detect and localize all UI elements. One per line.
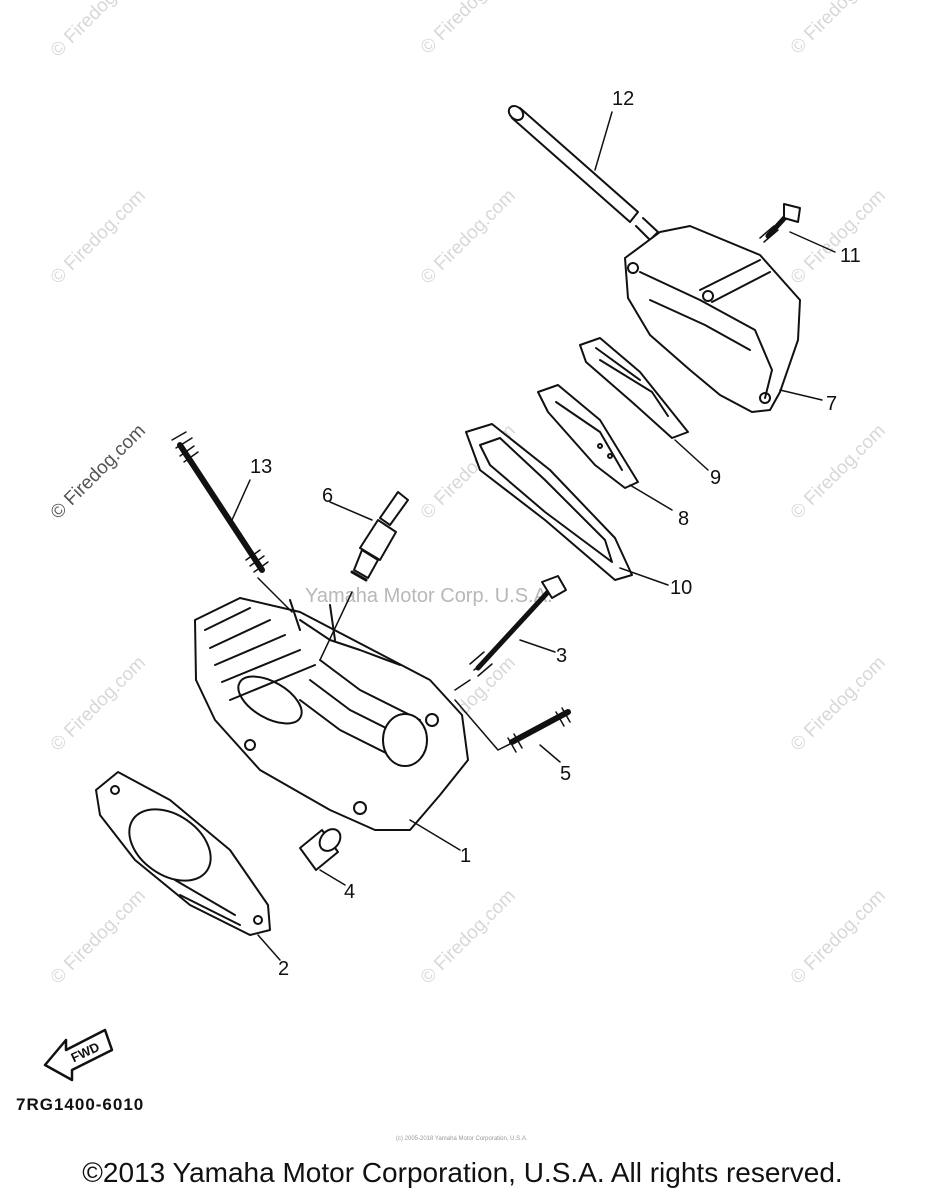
part-5-stud (507, 707, 571, 753)
callout-12: 12 (612, 88, 634, 110)
part-8-reed-base (537, 384, 639, 489)
callout-9: 9 (710, 467, 721, 489)
watermark: © Firedog.com (47, 885, 150, 988)
callout-11: 11 (840, 245, 861, 267)
part-7-cover (624, 225, 801, 413)
part-4-dowel (299, 828, 342, 871)
watermark: © Firedog.com (787, 885, 890, 988)
watermark: © Firedog.com (787, 420, 890, 523)
watermark: © Firedog.com (787, 0, 890, 59)
part-2-gasket (95, 771, 271, 936)
callout-7: 7 (826, 393, 837, 415)
callout-8: 8 (678, 508, 689, 530)
callout-2: 2 (278, 958, 289, 980)
leader-lines (231, 111, 836, 961)
part-10-gasket (465, 423, 633, 581)
callout-labels: 12 11 7 9 8 10 13 6 3 5 1 4 2 (250, 88, 861, 980)
part-1-cylinder-head (194, 597, 469, 831)
part-6-spark-plug (350, 491, 409, 582)
callout-1: 1 (460, 845, 471, 867)
watermark: © Firedog.com (417, 0, 520, 59)
watermark: © Firedog.com (417, 885, 520, 988)
callout-10: 10 (670, 577, 692, 599)
watermark: © Firedog.com (787, 652, 890, 755)
part-13-stud (171, 431, 269, 573)
callout-5: 5 (560, 763, 571, 785)
watermark: © Firedog.com (47, 0, 150, 62)
watermark: © Firedog.com (417, 185, 520, 288)
diagram-code: 7RG1400-6010 (16, 1095, 144, 1114)
copyright-notice: ©2013 Yamaha Motor Corporation, U.S.A. A… (82, 1157, 843, 1188)
center-watermark: Yamaha Motor Corp. U.S.A. (305, 585, 553, 607)
callout-4: 4 (344, 881, 355, 903)
callout-13: 13 (250, 456, 272, 478)
part-12-hose (507, 105, 659, 241)
watermark: © Firedog.com (47, 185, 150, 288)
part-3-bolt (469, 575, 567, 677)
fine-print: (c) 2005-2018 Yamaha Motor Corporation, … (396, 1136, 528, 1142)
fwd-arrow-icon (43, 1028, 114, 1082)
watermark: © Firedog.com (47, 420, 150, 523)
bracket-line (454, 679, 511, 751)
part-11-bolt (759, 203, 801, 243)
watermark: © Firedog.com (47, 652, 150, 755)
callout-6: 6 (322, 485, 333, 507)
callout-3: 3 (556, 645, 567, 667)
part-9-reed-valve (579, 337, 689, 439)
